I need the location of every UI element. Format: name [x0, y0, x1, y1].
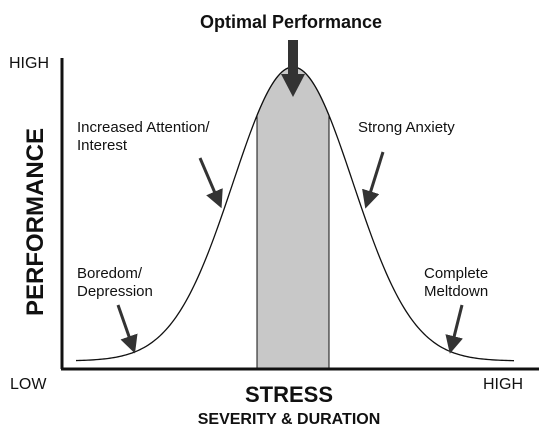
x-axis-high-label: HIGH — [483, 376, 523, 393]
attention-label-line1: Increased Attention/ — [77, 119, 210, 136]
y-axis-title: PERFORMANCE — [22, 128, 49, 316]
boredom-label-line1: Boredom/ — [77, 265, 143, 282]
anxiety-arrow-icon — [362, 151, 385, 209]
attention-label-line2: Interest — [77, 137, 128, 154]
optimal-arrow-icon — [281, 40, 305, 97]
y-axis-low-label: LOW — [10, 376, 47, 393]
diagram-title: Optimal Performance — [200, 12, 382, 32]
anxiety-label: Strong Anxiety — [358, 119, 455, 136]
x-axis-title: STRESS — [245, 382, 333, 407]
y-axis-high-label: HIGH — [9, 55, 49, 72]
attention-arrow-icon — [198, 157, 223, 209]
meltdown-label-line1: Complete — [424, 265, 488, 282]
x-axis-subtitle: SEVERITY & DURATION — [198, 411, 381, 428]
optimal-zone — [256, 66, 330, 370]
boredom-label-line2: Depression — [77, 283, 153, 300]
meltdown-arrow-icon — [445, 304, 464, 354]
meltdown-label-line2: Meltdown — [424, 283, 488, 300]
boredom-arrow-icon — [116, 304, 138, 354]
